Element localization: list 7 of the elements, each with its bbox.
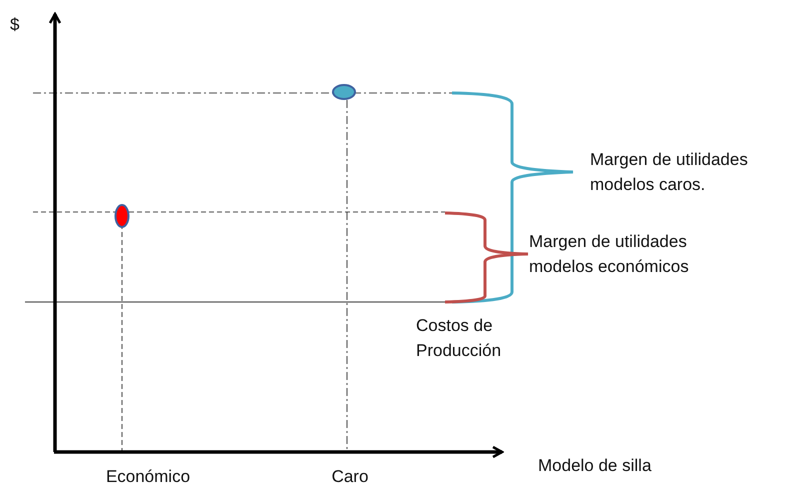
category-label: Económico	[104, 466, 192, 488]
category-label: Caro	[330, 466, 370, 488]
annotation-text: Margen de utilidades modelos caros.	[590, 149, 749, 196]
axis-label: Modelo de silla	[538, 455, 652, 477]
annotation-text: Costos de Producción	[416, 315, 502, 362]
annotation-text: Margen de utilidades modelos económicos	[529, 231, 690, 278]
axis-label: $	[10, 14, 20, 36]
